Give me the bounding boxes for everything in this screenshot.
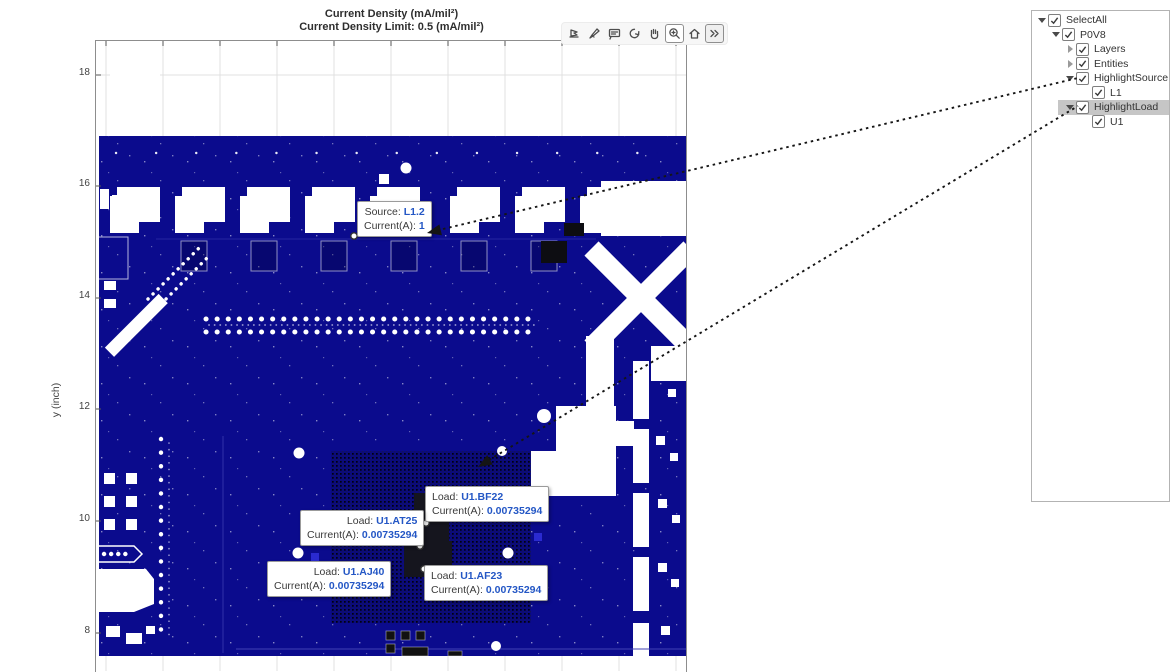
ytick-8: 8 [84,625,90,636]
pan-icon[interactable] [645,24,664,43]
tree-item-selectall[interactable]: SelectAll [1032,13,1169,28]
checkbox[interactable] [1062,28,1075,42]
title-line-2: Current Density Limit: 0.5 (mA/mil²) [299,21,484,33]
checkbox[interactable] [1048,13,1061,27]
load-current: 0.00735294 [361,529,418,541]
datatip-load-at25[interactable]: Load: U1.AT25 Current(A): 0.00735294 [300,510,425,546]
ytick-16: 16 [78,178,90,189]
checkbox[interactable] [1092,115,1105,129]
expand-icon[interactable] [1064,59,1076,69]
checkbox[interactable] [1076,100,1089,114]
more-icon[interactable] [705,24,724,43]
checkbox[interactable] [1076,71,1089,85]
load-value: U1.AT25 [376,515,418,527]
load-value: U1.AJ40 [342,566,385,578]
datatips-icon[interactable] [605,24,624,43]
load-value: U1.BF22 [461,491,504,503]
tree-item-layers[interactable]: Layers [1032,42,1169,57]
load-current: 0.00735294 [486,505,543,517]
ytick-18: 18 [78,67,90,78]
tree-item-p0v8[interactable]: P0V8 [1032,28,1169,43]
load-current: 0.00735294 [485,584,542,596]
tree-item-highlightsource[interactable]: HighlightSource [1032,71,1169,86]
title-line-1: Current Density (mA/mil²) [324,8,459,20]
datatip-load-af23[interactable]: Load: U1.AF23 Current(A): 0.00735294 [424,565,549,601]
collapse-icon[interactable] [1064,102,1076,112]
source-value: L1.2 [403,206,425,218]
zoom-in-icon[interactable] [665,24,684,43]
tree-item-entities[interactable]: Entities [1032,57,1169,72]
network-tree-panel: SelectAll P0V8 Layers Entities Highlight… [1031,10,1170,502]
ytick-12: 12 [78,401,90,412]
collapse-icon[interactable] [1050,30,1062,40]
datatip-source[interactable]: Source: L1.2 Current(A): 1 [357,201,432,237]
checkbox[interactable] [1076,57,1089,71]
ytick-10: 10 [78,513,90,524]
collapse-icon[interactable] [1064,73,1076,83]
y-axis-label: y (inch) [50,382,62,418]
tree-item-highlightload[interactable]: HighlightLoad [1032,100,1169,115]
brush-icon[interactable] [585,24,604,43]
datatip-load-bf22[interactable]: Load: U1.BF22 Current(A): 0.00735294 [425,486,550,522]
expand-icon[interactable] [1064,44,1076,54]
ytick-14: 14 [78,290,90,301]
load-current: 0.00735294 [328,580,385,592]
collapse-icon[interactable] [1036,15,1048,25]
tree-item-l1[interactable]: L1 [1032,86,1169,101]
restore-view-icon[interactable] [685,24,704,43]
checkbox[interactable] [1092,86,1105,100]
export-icon[interactable] [565,24,584,43]
source-current: 1 [418,220,425,232]
load-value: U1.AF23 [460,570,503,582]
checkbox[interactable] [1076,42,1089,56]
axes-toolbar [561,22,728,45]
rotate-3d-icon[interactable] [625,24,644,43]
tree-item-u1[interactable]: U1 [1032,115,1169,130]
plot-title: Current Density (mA/mil²) Current Densit… [95,8,688,34]
datatip-load-aj40[interactable]: Load: U1.AJ40 Current(A): 0.00735294 [267,561,392,597]
